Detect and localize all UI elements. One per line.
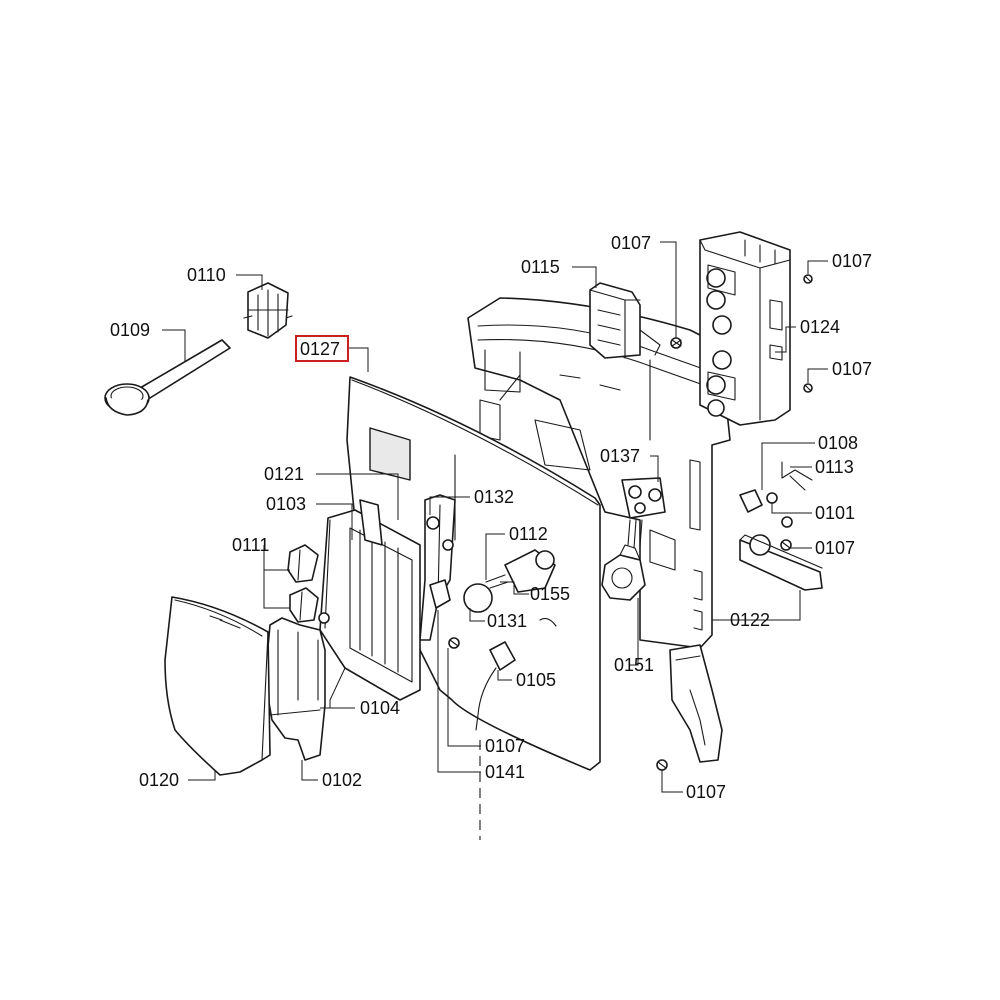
valve-0151 <box>601 544 646 601</box>
label-0107-bottom-right: 0107 <box>686 782 726 802</box>
label-0120: 0120 <box>139 770 179 790</box>
measuring-scoop-0109 <box>104 339 231 416</box>
screw-0107-d <box>780 539 792 551</box>
highlight-box-0127 <box>295 335 349 362</box>
label-0132: 0132 <box>474 487 514 507</box>
screw-0107-a <box>670 337 682 349</box>
leader-lines <box>162 241 828 793</box>
back-housing-0122 <box>467 297 731 649</box>
front-panel-0127 <box>346 376 601 771</box>
label-0104: 0104 <box>360 698 400 718</box>
label-0101: 0101 <box>815 503 855 523</box>
label-0122: 0122 <box>730 610 770 630</box>
frame-0121 <box>319 499 421 701</box>
label-0107-bottom-left: 0107 <box>485 736 525 756</box>
label-0112: 0112 <box>509 524 548 544</box>
module-0115 <box>589 282 661 359</box>
screw-0107-e <box>448 637 460 649</box>
label-0141: 0141 <box>485 762 525 782</box>
nozzle-0105 <box>475 641 516 840</box>
label-0107-top: 0107 <box>611 233 651 253</box>
screw-0107-f <box>656 759 668 771</box>
label-0103: 0103 <box>266 494 306 514</box>
housing-leg <box>669 644 723 763</box>
label-0105: 0105 <box>516 670 556 690</box>
screw-0107-c <box>803 383 813 393</box>
label-0108: 0108 <box>818 433 858 453</box>
label-0155: 0155 <box>530 584 570 604</box>
switch-assembly-0108 <box>739 461 823 591</box>
part-labels: 0107 0115 0110 0109 0127 0107 0124 0107 … <box>110 233 872 802</box>
label-0107-right-upper: 0107 <box>832 251 872 271</box>
screw-0107-b <box>803 274 813 284</box>
knob-0111-upper <box>287 544 319 583</box>
control-unit-0124 <box>699 231 791 426</box>
label-0124: 0124 <box>800 317 840 337</box>
label-0107-switch: 0107 <box>815 538 855 558</box>
label-0110: 0110 <box>187 265 226 285</box>
screw-group <box>448 274 813 771</box>
inner-mechanism-0132 <box>419 494 456 641</box>
label-0113: 0113 <box>815 457 854 477</box>
label-0151: 0151 <box>614 655 654 675</box>
valve-body-0112 <box>485 549 556 593</box>
sensor-0137 <box>621 477 666 549</box>
label-0102: 0102 <box>322 770 362 790</box>
spout-0102 <box>264 617 326 761</box>
door-0120 <box>164 596 271 776</box>
label-0131: 0131 <box>487 611 527 631</box>
filter-cap-0110 <box>243 282 293 339</box>
label-0127: 0127 <box>300 339 340 359</box>
label-0137: 0137 <box>600 446 640 466</box>
label-0109: 0109 <box>110 320 150 340</box>
label-0115: 0115 <box>521 257 560 277</box>
label-0121: 0121 <box>264 464 304 484</box>
label-0107-right-lower: 0107 <box>832 359 872 379</box>
knob-0111-lower <box>289 587 330 624</box>
label-0111: 0111 <box>232 535 269 555</box>
